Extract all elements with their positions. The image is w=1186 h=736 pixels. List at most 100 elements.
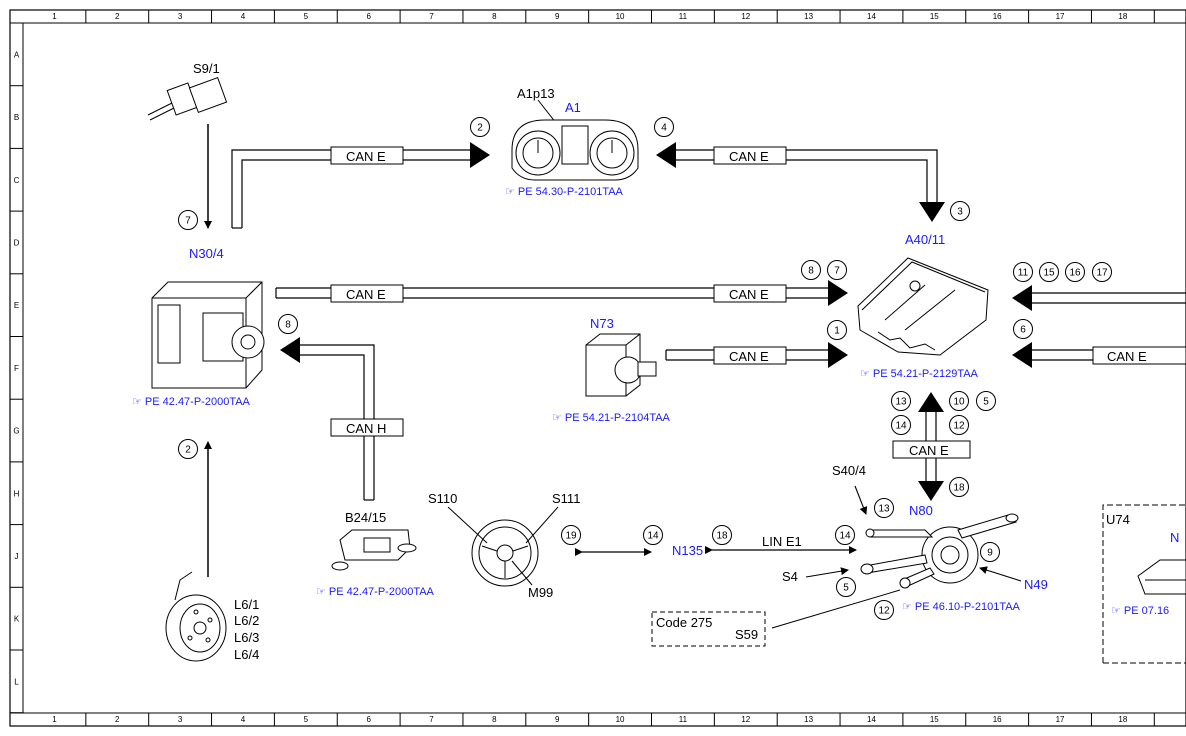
label-n80: N80 bbox=[909, 503, 933, 518]
marker-m-a1-left: 2 bbox=[470, 117, 490, 137]
can-e-label-row-right: CAN E bbox=[713, 284, 787, 303]
svg-text:16: 16 bbox=[1069, 268, 1081, 279]
label-n73: N73 bbox=[590, 316, 614, 331]
grid-column-label: 4 bbox=[241, 715, 246, 724]
can-bus-lines bbox=[231, 149, 1186, 501]
grid-row-label: C bbox=[14, 176, 20, 185]
marker-m-n49-9: 9 bbox=[980, 542, 1000, 562]
marker-m-lin-18: 18 bbox=[712, 525, 732, 545]
grid-column-label: 1 bbox=[52, 12, 57, 21]
svg-text:10: 10 bbox=[953, 397, 965, 408]
grid-column-label: 12 bbox=[741, 715, 750, 724]
svg-text:9: 9 bbox=[987, 548, 993, 559]
grid-column-label: 17 bbox=[1056, 715, 1065, 724]
grid-column-label: 13 bbox=[804, 715, 813, 724]
label-n30-4: N30/4 bbox=[189, 246, 224, 261]
marker-m-sw-14: 14 bbox=[643, 525, 663, 545]
label-s59: S59 bbox=[735, 627, 758, 642]
marker-m-r-11: 11 bbox=[1013, 262, 1033, 282]
steering-wheel-icon bbox=[471, 519, 539, 587]
grid-row-label: G bbox=[13, 427, 19, 436]
marker-m-l6-2: 2 bbox=[178, 439, 198, 459]
can-e-label-n73: CAN E bbox=[713, 346, 787, 365]
svg-text:CAN E: CAN E bbox=[346, 287, 386, 302]
label-s9-1: S9/1 bbox=[193, 61, 220, 76]
can-bus-arrowheads bbox=[280, 142, 1032, 501]
label-l6-4: L6/4 bbox=[234, 647, 259, 662]
grid-row-label: K bbox=[14, 615, 20, 624]
label-s111: S111 bbox=[552, 491, 580, 506]
grid-column-label: 2 bbox=[115, 715, 120, 724]
ref-b24-15: ☞ PE 42.47-P-2000TAA bbox=[316, 586, 435, 598]
grid-column-label: 4 bbox=[241, 12, 246, 21]
grid-column-label: 9 bbox=[555, 12, 560, 21]
grid-row-label: L bbox=[14, 677, 19, 686]
ref-a40-11: ☞ PE 54.21-P-2129TAA bbox=[860, 368, 979, 380]
grid-row-label: D bbox=[14, 238, 20, 247]
grid-column-label: 12 bbox=[741, 12, 750, 21]
label-s4: S4 bbox=[782, 569, 798, 584]
svg-text:CAN E: CAN E bbox=[729, 287, 769, 302]
marker-m-s4-5: 5 bbox=[836, 577, 856, 597]
ref-n73: ☞ PE 54.21-P-2104TAA bbox=[552, 412, 671, 424]
marker-m-e-7: 7 bbox=[827, 260, 847, 280]
grid-column-label: 6 bbox=[366, 12, 371, 21]
can-h-label: CAN H bbox=[330, 418, 404, 437]
marker-m-a1-right: 4 bbox=[654, 117, 674, 137]
svg-text:6: 6 bbox=[1020, 325, 1026, 336]
manual-ref-icon: ☞ bbox=[902, 601, 915, 613]
svg-text:13: 13 bbox=[878, 504, 890, 515]
svg-text:2: 2 bbox=[185, 445, 191, 456]
svg-text:12: 12 bbox=[878, 606, 890, 617]
grid-column-label: 10 bbox=[616, 12, 625, 21]
grid-column-label: 3 bbox=[178, 12, 183, 21]
code-275-box bbox=[651, 611, 766, 647]
u74-box bbox=[1102, 504, 1186, 664]
label-a1p13: A1p13 bbox=[517, 86, 555, 101]
ref-u74: ☞ PE 07.16 bbox=[1111, 605, 1169, 617]
svg-text:18: 18 bbox=[716, 531, 728, 542]
grid-column-label: 7 bbox=[429, 715, 434, 724]
l6-wheel-sensor-icon bbox=[165, 571, 227, 662]
grid-row-label: A bbox=[14, 50, 20, 59]
svg-text:19: 19 bbox=[565, 531, 577, 542]
svg-text:CAN E: CAN E bbox=[1107, 349, 1147, 364]
svg-text:CAN E: CAN E bbox=[346, 149, 386, 164]
manual-ref-icon: ☞ bbox=[505, 186, 518, 198]
can-e-label-row-left: CAN E bbox=[330, 284, 404, 303]
grid-column-label: 15 bbox=[930, 12, 939, 21]
svg-text:4: 4 bbox=[661, 123, 667, 134]
marker-m-n30-8: 8 bbox=[278, 314, 298, 334]
s9-1-sensor-icon bbox=[147, 77, 228, 121]
svg-text:5: 5 bbox=[843, 583, 849, 594]
label-u74-partial: N bbox=[1170, 530, 1179, 545]
can-e-label-vertical: CAN E bbox=[892, 440, 971, 459]
manual-ref-icon: ☞ bbox=[132, 396, 145, 408]
grid-column-label: 7 bbox=[429, 12, 434, 21]
svg-text:14: 14 bbox=[839, 531, 851, 542]
marker-m-s9: 7 bbox=[178, 210, 198, 230]
grid-row-label: J bbox=[15, 552, 19, 561]
grid-column-label: 14 bbox=[867, 12, 876, 21]
ref-n30-4: ☞ PE 42.47-P-2000TAA bbox=[132, 396, 251, 408]
grid-column-label: 2 bbox=[115, 12, 120, 21]
grid-column-label: 18 bbox=[1118, 12, 1127, 21]
a1-instrument-cluster-icon bbox=[511, 119, 639, 181]
marker-m-r-16: 16 bbox=[1065, 262, 1085, 282]
svg-text:15: 15 bbox=[1043, 268, 1055, 279]
bus-lin-e1: LIN E1 bbox=[762, 534, 802, 549]
svg-text:7: 7 bbox=[185, 216, 191, 227]
marker-m-r-6: 6 bbox=[1013, 319, 1033, 339]
marker-m-e-8: 8 bbox=[801, 260, 821, 280]
manual-ref-icon: ☞ bbox=[1111, 605, 1124, 617]
manual-ref-icon: ☞ bbox=[552, 412, 565, 424]
label-a40-11: A40/11 bbox=[905, 232, 945, 247]
grid-column-label: 18 bbox=[1118, 715, 1127, 724]
svg-text:17: 17 bbox=[1096, 268, 1108, 279]
grid-row-label: E bbox=[14, 301, 19, 310]
label-n49: N49 bbox=[1024, 577, 1048, 592]
sheet-frame bbox=[9, 9, 1186, 727]
marker-m-s40-13: 13 bbox=[874, 498, 894, 518]
